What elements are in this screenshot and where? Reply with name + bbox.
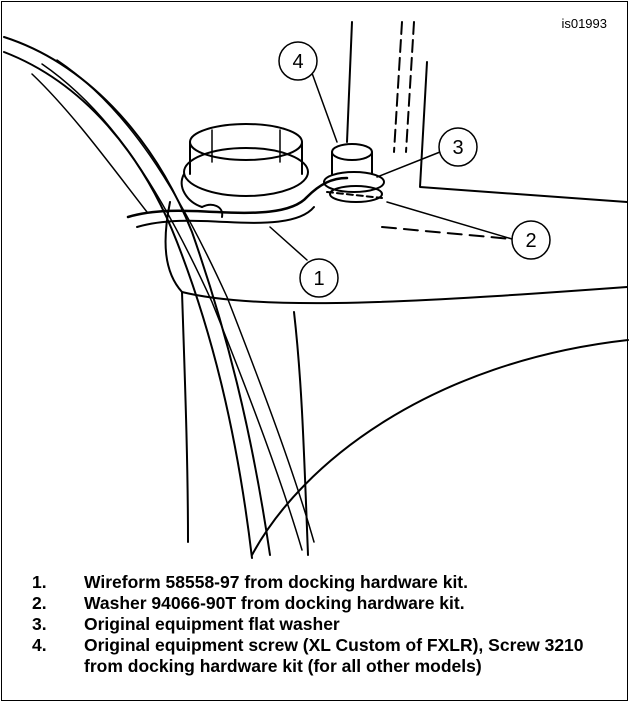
legend-item: 2. Washer 94066-90T from docking hardwar… <box>32 593 604 614</box>
legend-item: 3. Original equipment flat washer <box>32 614 604 635</box>
callout-1-circle <box>299 258 339 298</box>
callout-2-label: 2 <box>525 230 536 252</box>
legend-text: Washer 94066-90T from docking hardware k… <box>84 593 465 613</box>
legend-text: Wireform 58558-97 from docking hardware … <box>84 572 468 592</box>
legend-item: 1. Wireform 58558-97 from docking hardwa… <box>32 572 604 593</box>
legend-number: 2. <box>32 593 47 613</box>
callout-4-circle <box>278 41 318 81</box>
callout-4-label: 4 <box>292 51 303 73</box>
legend-number: 3. <box>32 614 47 634</box>
callout-1-label: 1 <box>313 268 324 290</box>
legend-text: Original equipment flat washer <box>84 614 340 634</box>
callout-3-label: 3 <box>452 137 463 159</box>
legend: 1. Wireform 58558-97 from docking hardwa… <box>32 572 604 677</box>
line-drawing: 4 3 2 1 <box>3 21 629 559</box>
callout-3-circle <box>438 127 478 167</box>
legend-item: 4. Original equipment screw (XL Custom o… <box>32 635 604 677</box>
figure-id: is01993 <box>561 16 607 31</box>
callout-2-circle <box>511 220 551 260</box>
legend-text: Original equipment screw (XL Custom of F… <box>84 635 584 676</box>
legend-number: 4. <box>32 635 47 655</box>
legend-number: 1. <box>32 572 47 592</box>
